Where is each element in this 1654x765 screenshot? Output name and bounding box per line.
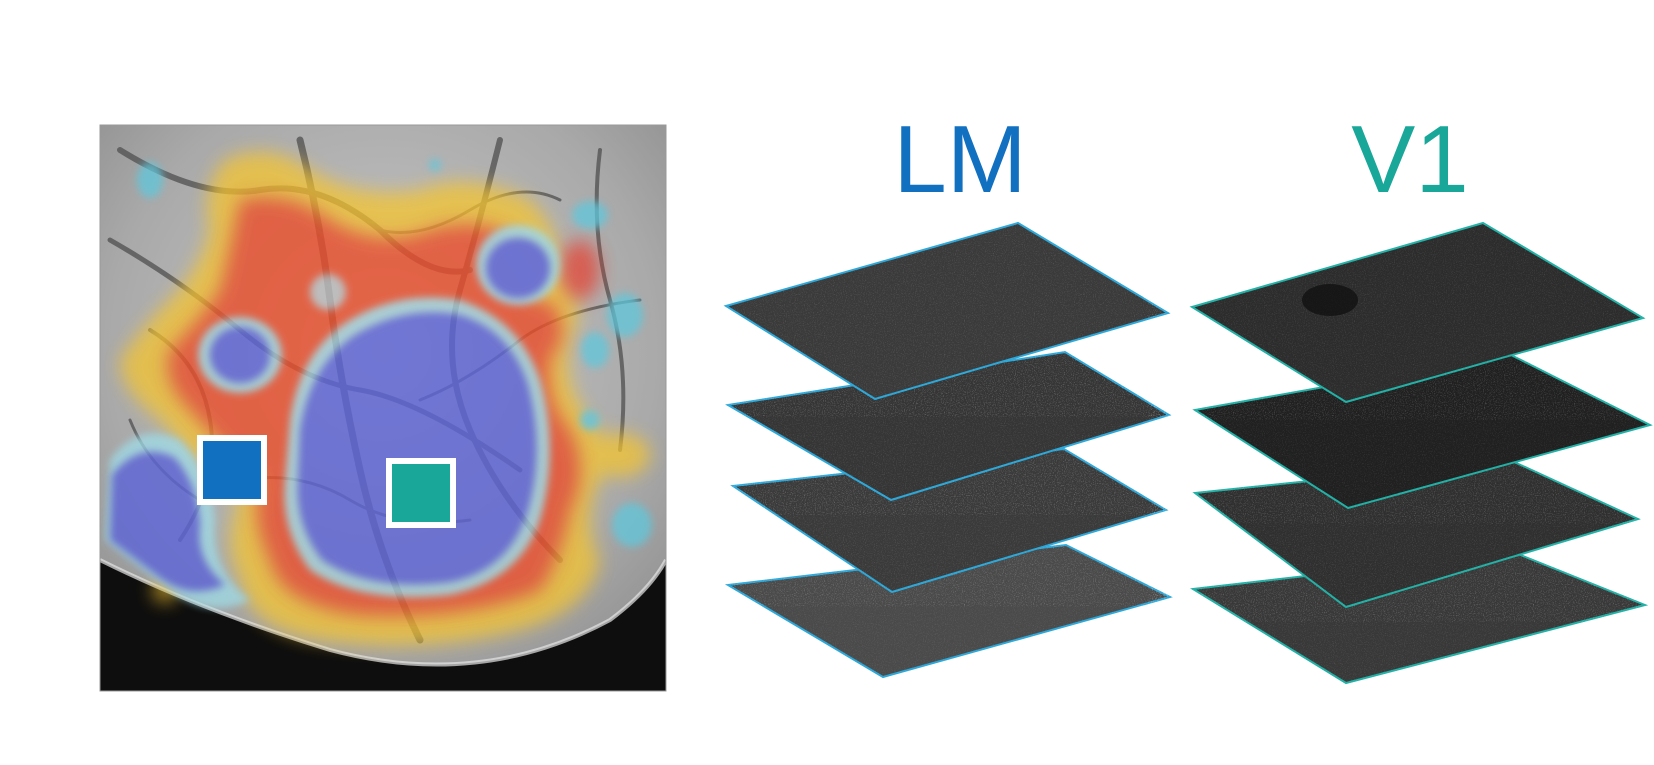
- lm-stack-label: LM: [893, 106, 1027, 213]
- v1-imaging-stack: [1189, 221, 1653, 685]
- v1-marker: [386, 458, 456, 528]
- v1-plane-1: [1189, 221, 1646, 404]
- v1-plane-4: [1190, 550, 1649, 685]
- lm-marker: [197, 435, 267, 505]
- lm-plane-3: [730, 447, 1169, 594]
- lm-plane-1: [723, 221, 1171, 401]
- v1-stack-label: V1: [1351, 106, 1469, 213]
- lm-imaging-stack: [723, 221, 1173, 679]
- lm-plane-2: [725, 350, 1172, 502]
- widefield-retinotopy-image: [100, 125, 666, 691]
- lm-plane-4: [724, 543, 1173, 679]
